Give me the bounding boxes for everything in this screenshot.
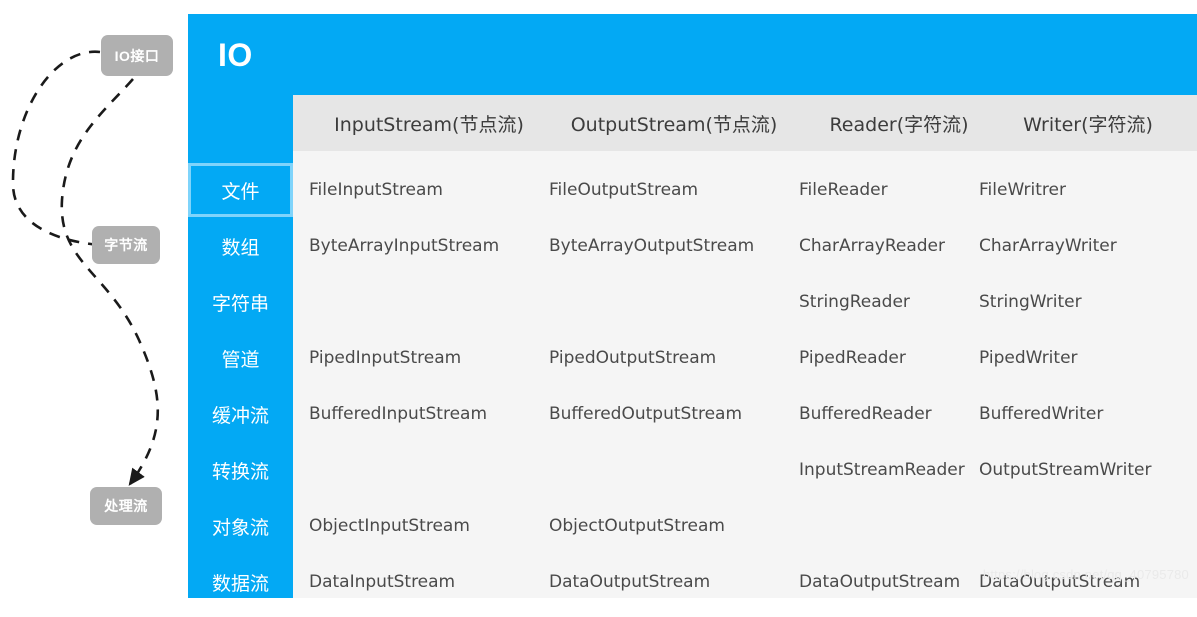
table-cell: DataOutputStream bbox=[549, 572, 711, 592]
table-cell: StringReader bbox=[799, 292, 910, 312]
table-cell: InputStreamReader bbox=[799, 460, 965, 480]
table-cell: DataOutputStream bbox=[799, 572, 961, 592]
table-cell: ObjectOutputStream bbox=[549, 516, 725, 536]
sidebar-item-7[interactable]: 数据流 bbox=[188, 555, 293, 609]
table-cell: ByteArrayInputStream bbox=[309, 236, 500, 256]
table-cell: BufferedOutputStream bbox=[549, 404, 743, 424]
node-io-interface[interactable]: IO接口 bbox=[101, 35, 173, 76]
node-io-interface-label: IO接口 bbox=[114, 47, 160, 64]
node-byte-stream[interactable]: 字节流 bbox=[92, 226, 160, 264]
node-byte-stream-label: 字节流 bbox=[104, 237, 148, 253]
column-header-2: Reader(字符流) bbox=[829, 113, 969, 136]
sidebar-item-label: 对象流 bbox=[211, 516, 269, 539]
table-cell: ByteArrayOutputStream bbox=[549, 236, 755, 256]
table-cell: CharArrayReader bbox=[799, 236, 946, 256]
diagram-arrows bbox=[11, 50, 160, 486]
table-cell: FileOutputStream bbox=[549, 180, 699, 200]
table-cell: ObjectInputStream bbox=[309, 516, 470, 536]
sidebar-item-label: 数据流 bbox=[211, 572, 269, 595]
panel-title-bar: IO bbox=[188, 14, 1197, 95]
sidebar-item-label: 管道 bbox=[221, 348, 260, 371]
table-cell: OutputStreamWriter bbox=[979, 460, 1152, 480]
page-title: IO bbox=[218, 37, 253, 73]
sidebar-item-6[interactable]: 对象流 bbox=[188, 499, 293, 553]
node-process-stream-label: 处理流 bbox=[104, 498, 148, 514]
table-cell: DataOutputStream bbox=[979, 572, 1141, 592]
table-cell: BufferedInputStream bbox=[309, 404, 488, 424]
sidebar-item-1[interactable]: 数组 bbox=[188, 219, 293, 273]
table-cell: PipedOutputStream bbox=[549, 348, 717, 368]
table-cell: StringWriter bbox=[979, 292, 1082, 312]
sidebar-item-label: 字符串 bbox=[211, 292, 269, 315]
sidebar-item-label: 文件 bbox=[221, 180, 260, 203]
table-cell: FileReader bbox=[799, 180, 888, 200]
sidebar-item-label: 数组 bbox=[221, 236, 260, 259]
sidebar: 文件数组字符串管道缓冲流转换流对象流数据流 bbox=[188, 95, 293, 598]
left-diagram: IO接口 字节流 处理流 bbox=[0, 0, 190, 617]
table-header-row: InputStream(节点流) OutputStream(节点流) Reader(… bbox=[293, 95, 1197, 151]
sidebar-item-5[interactable]: 转换流 bbox=[188, 443, 293, 497]
table-cell: PipedReader bbox=[799, 348, 906, 368]
table-cell: FileInputStream bbox=[309, 180, 443, 200]
table-cell: BufferedReader bbox=[799, 404, 932, 424]
sidebar-item-label: 转换流 bbox=[211, 460, 269, 483]
table-cell: BufferedWriter bbox=[979, 404, 1104, 424]
io-class-table: InputStream(节点流) OutputStream(节点流) Reader(… bbox=[293, 95, 1197, 598]
sidebar-item-4[interactable]: 缓冲流 bbox=[188, 387, 293, 441]
table-cell: PipedWriter bbox=[979, 348, 1078, 368]
table-cell: PipedInputStream bbox=[309, 348, 462, 368]
sidebar-item-0[interactable]: 文件 bbox=[188, 163, 293, 217]
sidebar-item-3[interactable]: 管道 bbox=[188, 331, 293, 385]
table-cell: FileWritrer bbox=[979, 180, 1066, 200]
table-cell: CharArrayWriter bbox=[979, 236, 1117, 256]
column-header-1: OutputStream(节点流) bbox=[570, 113, 778, 136]
arrow-io-to-process bbox=[60, 78, 160, 486]
table-cell: DataInputStream bbox=[309, 572, 456, 592]
watermark: https://blog.csdn.net/qq_40795780 bbox=[982, 567, 1189, 582]
column-header-0: InputStream(节点流) bbox=[334, 113, 524, 136]
io-panel: IO 文件数组字符串管道缓冲流转换流对象流数据流 InputStream(节点流… bbox=[188, 14, 1197, 598]
arrow-io-to-byte bbox=[11, 50, 121, 254]
sidebar-item-2[interactable]: 字符串 bbox=[188, 275, 293, 329]
column-header-3: Writer(字符流) bbox=[1023, 113, 1153, 136]
sidebar-item-label: 缓冲流 bbox=[211, 404, 269, 427]
node-process-stream[interactable]: 处理流 bbox=[90, 487, 162, 525]
